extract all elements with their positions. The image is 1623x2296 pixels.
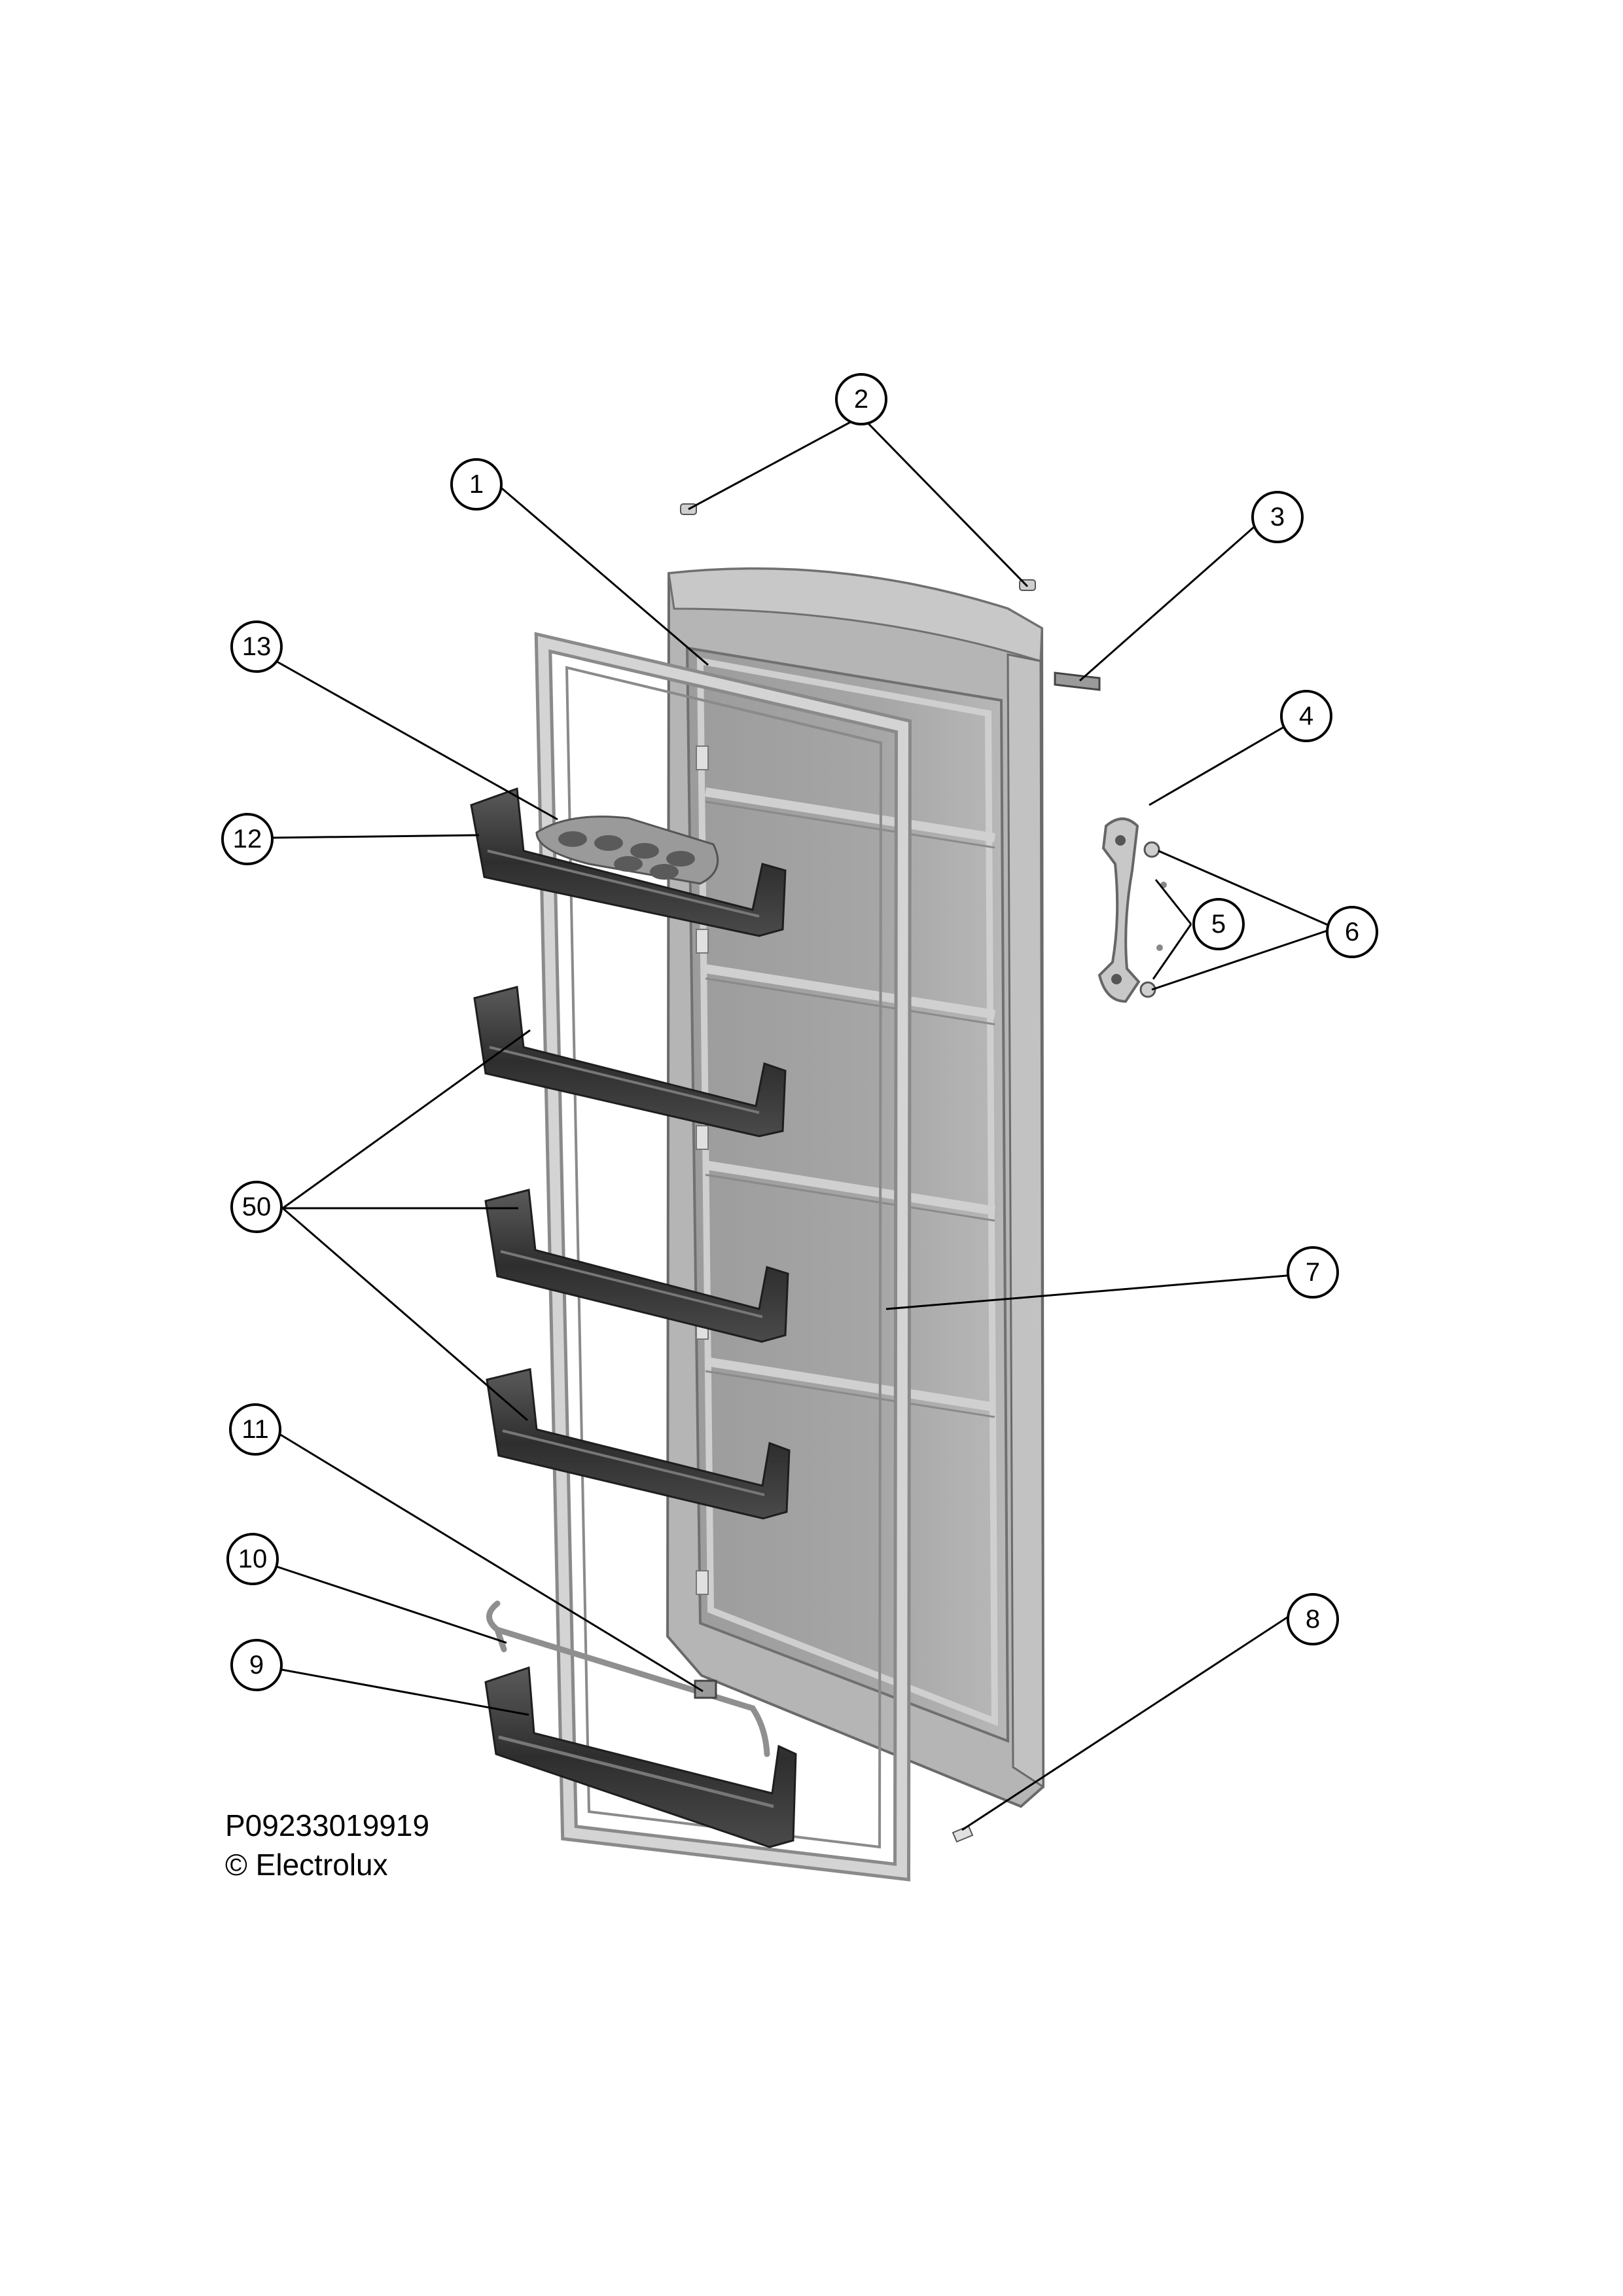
callout-label: 7 — [1306, 1258, 1320, 1287]
hinge-pin — [486, 1600, 770, 1757]
callout-label: 13 — [242, 632, 272, 661]
egg-tray — [535, 816, 719, 885]
callout-label: 50 — [242, 1193, 272, 1221]
part-code-caption: P09233019919 — [225, 1808, 430, 1842]
callout-5: 5 — [1192, 898, 1245, 950]
copyright-caption: © Electrolux — [225, 1848, 388, 1882]
callout-3: 3 — [1251, 491, 1304, 543]
callout-11: 11 — [229, 1403, 281, 1456]
callout-12: 12 — [221, 813, 274, 865]
callout-label: 1 — [469, 470, 484, 499]
door-shelf-4 — [486, 1368, 791, 1520]
door-handle — [1097, 817, 1141, 1003]
callout-7: 7 — [1287, 1246, 1339, 1299]
callout-50: 50 — [230, 1181, 283, 1233]
callout-label: 9 — [249, 1651, 264, 1679]
callout-13: 13 — [230, 620, 283, 673]
callout-label: 10 — [238, 1545, 268, 1573]
leader-lines — [269, 415, 1336, 1831]
handle-cap — [1139, 841, 1160, 998]
callout-label: 5 — [1211, 910, 1226, 939]
callout-9: 9 — [230, 1639, 283, 1691]
top-hinge-bracket — [1054, 672, 1101, 691]
callout-label: 3 — [1270, 503, 1285, 531]
callout-label: 12 — [233, 825, 262, 853]
door-shelf-2 — [473, 986, 787, 1138]
callout-label: 2 — [854, 385, 868, 414]
callout-4: 4 — [1280, 690, 1332, 742]
door-shelf-3 — [484, 1189, 789, 1343]
callout-1: 1 — [450, 458, 503, 511]
door-shelf-bottom — [484, 1666, 797, 1848]
callout-label: 8 — [1306, 1605, 1320, 1634]
callout-2: 2 — [835, 373, 887, 425]
callout-10: 10 — [226, 1533, 279, 1585]
door-panel — [666, 567, 1045, 1808]
callout-label: 6 — [1345, 918, 1359, 946]
callout-8: 8 — [1287, 1593, 1339, 1645]
callout-label: 4 — [1299, 702, 1313, 730]
callout-label: 11 — [241, 1415, 269, 1444]
door-shelf-top — [470, 787, 787, 937]
callout-6: 6 — [1326, 906, 1378, 958]
